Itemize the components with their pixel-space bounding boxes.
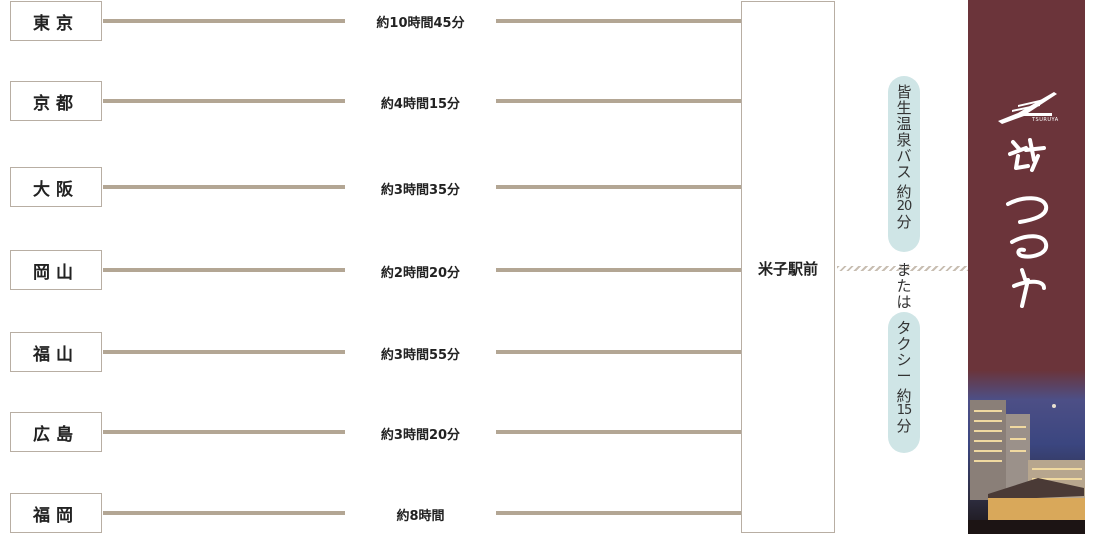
vertical-char: 約 <box>896 387 912 405</box>
vertical-char: 分 <box>896 417 912 435</box>
travel-time: 約2時間20分 <box>380 266 461 281</box>
city-box: 京都 <box>10 81 102 121</box>
route-line <box>103 511 345 515</box>
vertical-char: た <box>896 277 912 295</box>
route-line <box>496 268 742 272</box>
vertical-char: ま <box>896 261 912 279</box>
vertical-char: は <box>896 293 912 311</box>
vertical-char: 約 <box>896 183 912 201</box>
brand-calligraphy-mark <box>1006 138 1049 308</box>
vertical-char: 泉 <box>896 131 912 149</box>
travel-time: 約3時間35分 <box>380 183 461 198</box>
hotel-building-illustration <box>968 400 1085 534</box>
vertical-char: 分 <box>896 213 912 231</box>
hub-station-box <box>741 1 835 533</box>
vertical-char: 生 <box>896 99 912 117</box>
travel-time: 約3時間20分 <box>380 428 461 443</box>
taxi-name: タクシー <box>896 320 911 384</box>
route-line <box>103 430 345 434</box>
or-label: または <box>896 262 912 310</box>
vertical-char: ー <box>896 367 912 385</box>
vertical-char: バ <box>896 147 912 165</box>
route-line <box>496 99 742 103</box>
city-box: 福山 <box>10 332 102 372</box>
route-line <box>496 350 742 354</box>
vertical-char: ス <box>896 163 912 181</box>
vertical-char: シ <box>896 351 912 369</box>
vertical-char: 皆 <box>896 83 912 101</box>
hotel-banner: TSURUYA <box>968 0 1085 534</box>
route-line <box>103 19 345 23</box>
vertical-char: 15 <box>896 403 913 418</box>
travel-time: 約10時間45分 <box>376 16 465 31</box>
vertical-char: タ <box>896 319 912 337</box>
route-line <box>103 268 345 272</box>
route-line <box>496 511 742 515</box>
vertical-char: 温 <box>896 115 912 133</box>
vertical-char: 20 <box>896 199 913 214</box>
hub-station-label: 米子駅前 <box>757 260 818 278</box>
city-box: 福岡 <box>10 493 102 533</box>
route-line <box>103 185 345 189</box>
hotel-photo <box>968 370 1085 534</box>
route-line <box>496 19 742 23</box>
travel-time: 約4時間15分 <box>380 97 461 112</box>
city-box: 大阪 <box>10 167 102 207</box>
bus-name: 皆生温泉バス <box>896 84 911 180</box>
travel-time: 約3時間55分 <box>380 348 461 363</box>
route-line <box>496 430 742 434</box>
city-box: 広島 <box>10 412 102 452</box>
city-box: 東京 <box>10 1 102 41</box>
dashed-connector <box>837 266 968 271</box>
travel-time: 約8時間 <box>396 509 445 524</box>
route-line <box>103 350 345 354</box>
logo-wordmark: TSURUYA <box>1032 117 1059 123</box>
crane-logo-icon <box>998 92 1057 124</box>
vertical-char: ク <box>896 335 912 353</box>
city-box: 岡山 <box>10 250 102 290</box>
route-line <box>103 99 345 103</box>
route-line <box>496 185 742 189</box>
